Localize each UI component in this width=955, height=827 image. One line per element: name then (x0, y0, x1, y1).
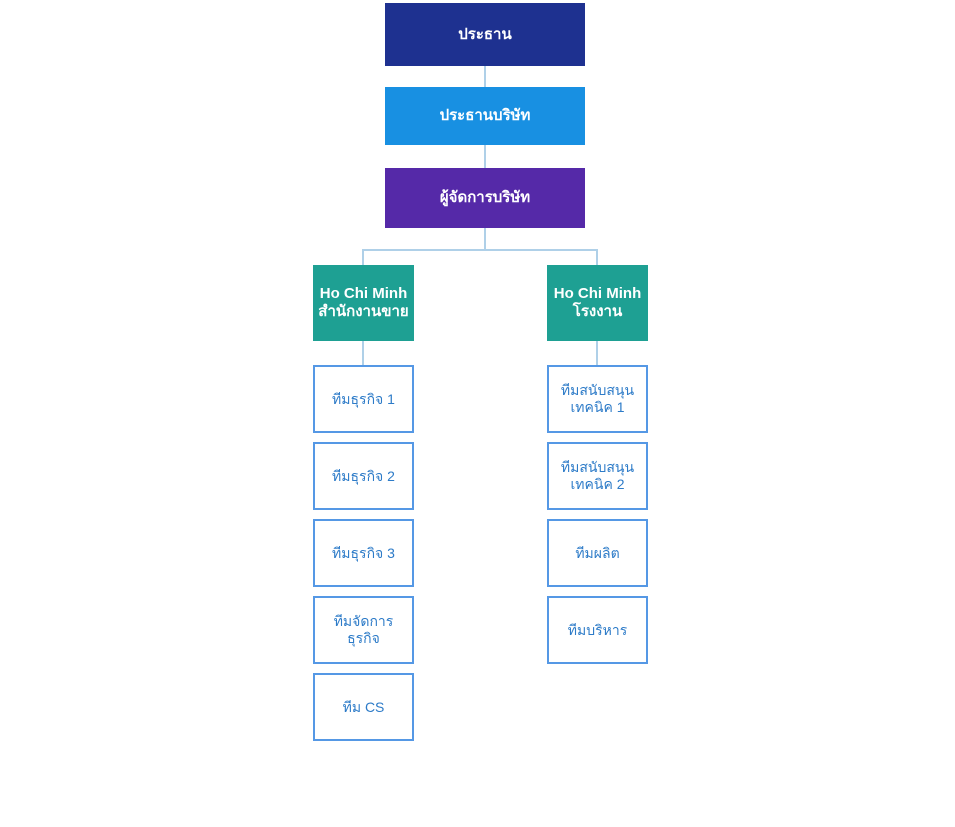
org-node-business-team-2-label: ทีมธุรกิจ 2 (332, 467, 395, 484)
org-node-business-management-team[interactable]: ทีมจัดการ ธุรกิจ (313, 596, 414, 664)
org-node-company-president[interactable]: ประธานบริษัท (385, 87, 585, 145)
connector-president-manager (484, 145, 486, 168)
connector-chairman-president (484, 66, 486, 87)
connector-manager-drop (484, 228, 486, 251)
org-node-company-president-label: ประธานบริษัท (439, 107, 531, 124)
org-node-tech-support-team-1-label: ทีมสนับสนุน เทคนิค 1 (560, 382, 635, 415)
connector-sales-office-teams (362, 341, 364, 365)
org-node-business-team-1-label: ทีมธุรกิจ 1 (332, 390, 395, 407)
org-node-company-manager[interactable]: ผู้จัดการบริษัท (385, 168, 585, 228)
org-node-production-team-label: ทีมผลิต (575, 544, 620, 561)
org-node-business-team-3[interactable]: ทีมธุรกิจ 3 (313, 519, 414, 587)
org-node-admin-team-label: ทีมบริหาร (567, 621, 628, 638)
org-node-company-manager-label: ผู้จัดการบริษัท (439, 189, 531, 206)
connector-factory-teams (596, 341, 598, 365)
org-node-chairman[interactable]: ประธาน (385, 3, 585, 66)
org-node-business-team-1[interactable]: ทีมธุรกิจ 1 (313, 365, 414, 433)
org-node-business-team-3-label: ทีมธุรกิจ 3 (332, 544, 395, 561)
org-node-tech-support-team-1[interactable]: ทีมสนับสนุน เทคนิค 1 (547, 365, 648, 433)
org-node-tech-support-team-2-label: ทีมสนับสนุน เทคนิค 2 (560, 459, 635, 492)
org-node-production-team[interactable]: ทีมผลิต (547, 519, 648, 587)
org-node-hcm-sales-office[interactable]: Ho Chi Minh สำนักงานขาย (313, 265, 414, 341)
org-node-business-management-team-label: ทีมจัดการ ธุรกิจ (333, 613, 394, 646)
connector-branch-right-drop (596, 249, 598, 265)
org-node-hcm-sales-office-label: Ho Chi Minh สำนักงานขาย (318, 285, 409, 320)
org-node-hcm-factory[interactable]: Ho Chi Minh โรงงาน (547, 265, 648, 341)
org-node-tech-support-team-2[interactable]: ทีมสนับสนุน เทคนิค 2 (547, 442, 648, 510)
org-node-hcm-factory-label: Ho Chi Minh โรงงาน (553, 285, 642, 320)
connector-branch-bar (362, 249, 598, 251)
connector-branch-left-drop (362, 249, 364, 265)
org-node-cs-team[interactable]: ทีม CS (313, 673, 414, 741)
org-node-chairman-label: ประธาน (458, 25, 512, 43)
org-node-cs-team-label: ทีม CS (342, 698, 385, 715)
org-node-admin-team[interactable]: ทีมบริหาร (547, 596, 648, 664)
org-node-business-team-2[interactable]: ทีมธุรกิจ 2 (313, 442, 414, 510)
